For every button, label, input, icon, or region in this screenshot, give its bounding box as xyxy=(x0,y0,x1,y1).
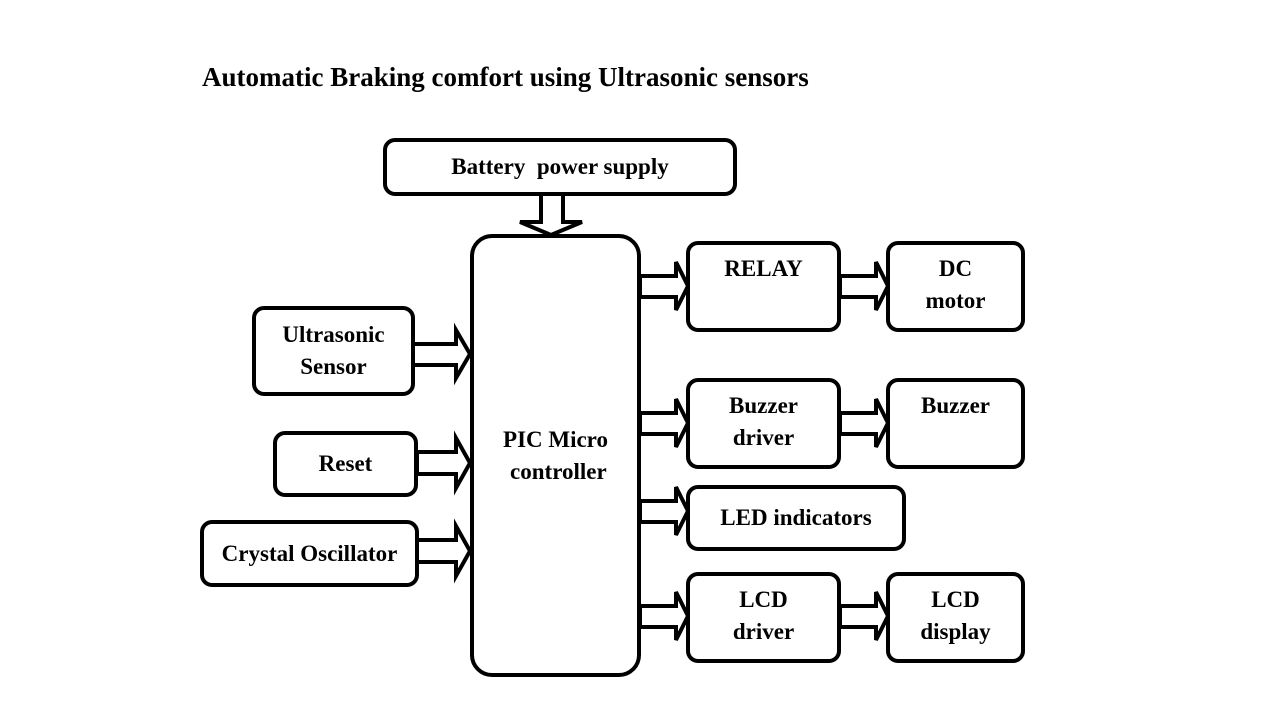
reset-block: Reset xyxy=(273,431,418,497)
battery-power-supply-block: Battery power supply xyxy=(383,138,737,196)
dc-motor-block: DC motor xyxy=(886,241,1025,332)
pic-microcontroller-block: PIC Micro controller xyxy=(470,234,641,677)
crystal-label: Crystal Oscillator xyxy=(221,540,398,566)
dc-motor-label-line-2: motor xyxy=(925,288,986,313)
crystal-oscillator-block: Crystal Oscillator xyxy=(200,520,419,587)
arrow-pic-to-led xyxy=(638,486,691,536)
dc-motor-label-line-1: DC xyxy=(938,256,973,281)
pic-label-line-1: PIC Micro xyxy=(503,426,608,452)
lcd-driver-label-line-1: LCD xyxy=(739,587,788,612)
pic-label-line-2: controller xyxy=(504,458,607,484)
arrow-reset-to-pic xyxy=(415,430,473,496)
arrow-crystal-to-pic xyxy=(415,518,473,584)
buzzer-driver-block: Buzzer driver xyxy=(686,378,841,469)
relay-block: RELAY xyxy=(686,241,841,332)
arrow-lcd-driver-to-lcd-display xyxy=(838,591,891,641)
arrow-pic-to-relay xyxy=(638,261,691,311)
lcd-display-label-line-1: LCD xyxy=(931,587,980,612)
buzzer-label: Buzzer xyxy=(921,393,990,418)
arrow-buzzer-driver-to-buzzer xyxy=(838,398,891,448)
arrow-relay-to-dc-motor xyxy=(838,261,891,311)
lcd-display-block: LCD display xyxy=(886,572,1025,663)
buzzer-block: Buzzer xyxy=(886,378,1025,469)
ultrasonic-label-line-1: Ultrasonic xyxy=(282,322,385,347)
arrow-pic-to-lcd-driver xyxy=(638,591,691,641)
relay-label: RELAY xyxy=(724,256,803,281)
diagram-title: Automatic Braking comfort using Ultrason… xyxy=(202,62,809,92)
battery-label-line-1: Battery power supply xyxy=(451,154,669,179)
led-indicators-block: LED indicators xyxy=(686,485,906,551)
buzzer-driver-label-line-1: Buzzer xyxy=(729,393,798,418)
lcd-display-label-line-2: display xyxy=(920,619,991,644)
lcd-driver-label-line-2: driver xyxy=(732,619,795,644)
buzzer-driver-label-line-2: driver xyxy=(732,425,795,450)
led-label: LED indicators xyxy=(720,505,872,530)
arrow-pic-to-buzzer-driver xyxy=(638,398,691,448)
ultrasonic-sensor-block: Ultrasonic Sensor xyxy=(252,306,415,396)
arrow-battery-to-pic xyxy=(519,192,583,238)
lcd-driver-block: LCD driver xyxy=(686,572,841,663)
ultrasonic-label-line-2: Sensor xyxy=(300,354,367,379)
reset-label: Reset xyxy=(318,451,373,476)
arrow-ultrasonic-to-pic xyxy=(411,322,473,386)
